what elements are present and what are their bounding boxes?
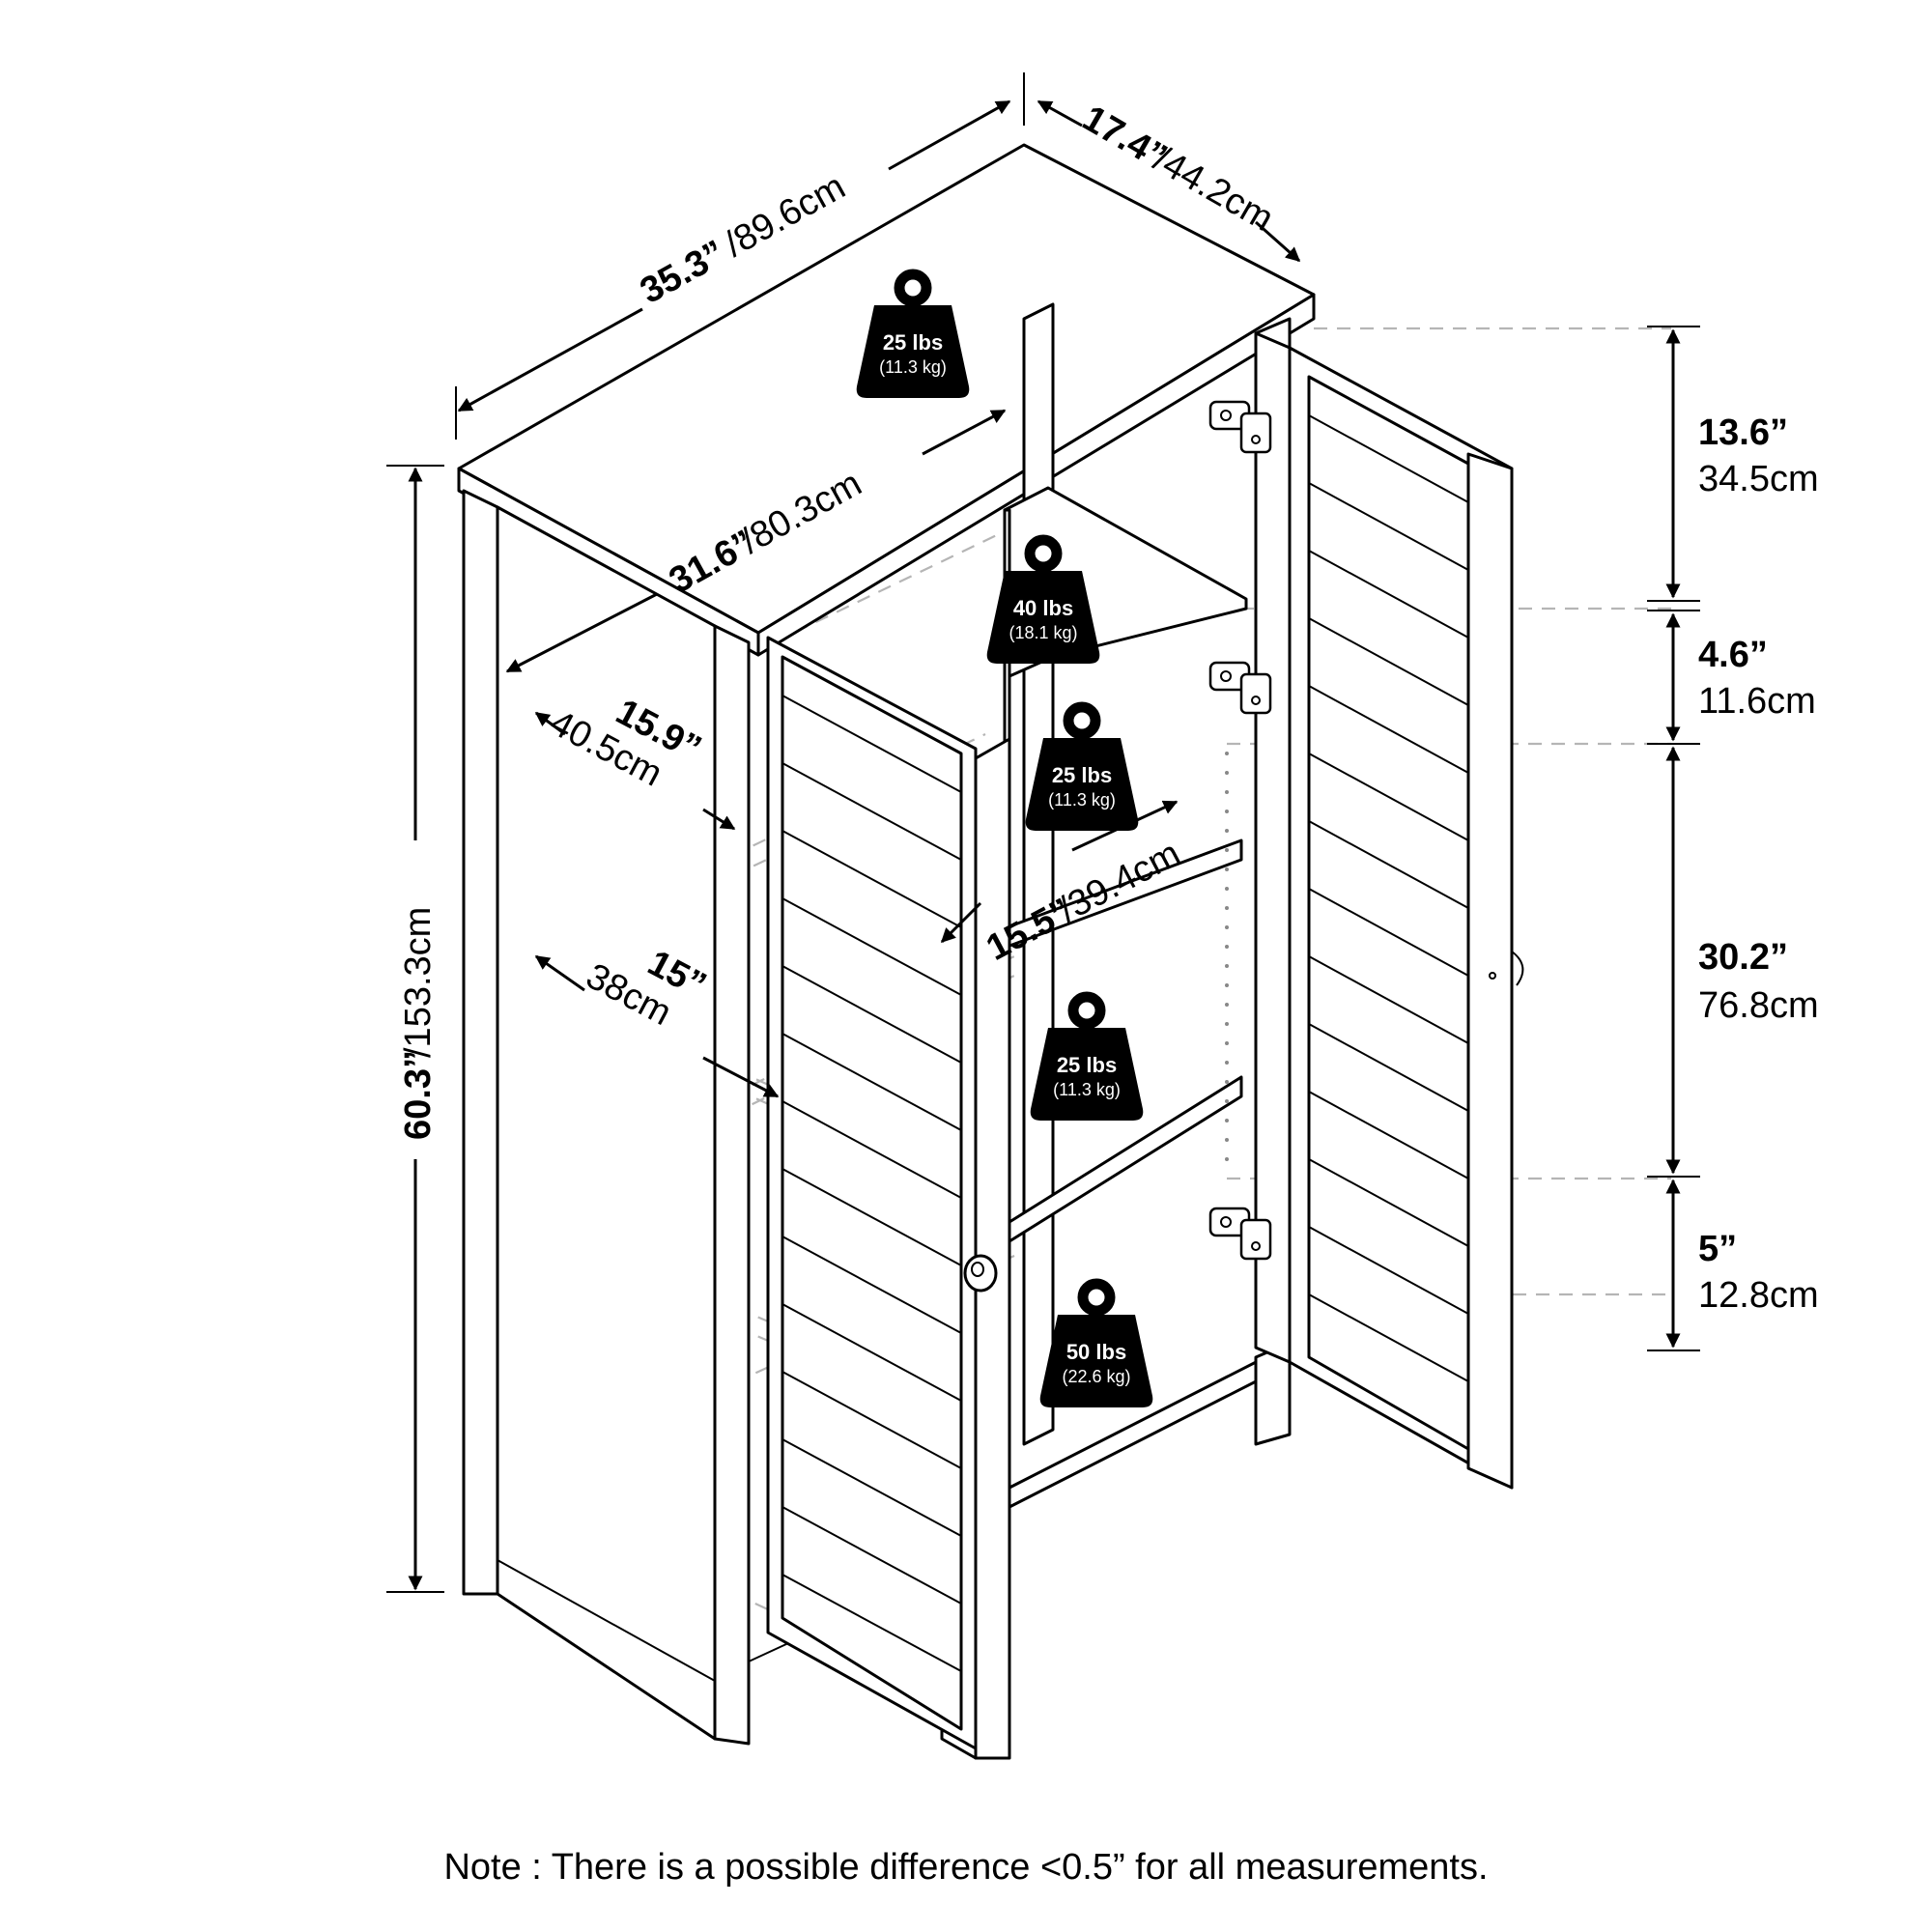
weight-icon-bottom: 50 lbs (22.6 kg)	[1040, 1284, 1153, 1407]
weight-shelf-1-lbs: 40 lbs	[1013, 596, 1073, 620]
weight-shelf-2-kg: (11.3 kg)	[1048, 790, 1116, 810]
weight-icon-shelf-3: 25 lbs (11.3 kg)	[1031, 997, 1144, 1121]
dim-gap-bottom: 5” 12.8cm	[1698, 1229, 1819, 1316]
dim-height: 60.3” /153.3cm	[398, 907, 439, 1140]
right-door	[1254, 331, 1524, 1490]
dim-gap-2-inch: 4.6”	[1698, 635, 1768, 675]
dim-height-inch: 60.3”	[398, 1050, 439, 1140]
left-door-slats	[781, 695, 962, 1672]
weight-shelf-2-lbs: 25 lbs	[1052, 763, 1112, 787]
weight-top-lbs: 25 lbs	[883, 330, 943, 355]
weight-shelf-3-kg: (11.3 kg)	[1053, 1080, 1121, 1099]
weight-top-kg: (11.3 kg)	[879, 357, 947, 377]
dim-top-width-cm: /89.6cm	[718, 166, 852, 265]
door-knob-icon	[963, 1254, 998, 1293]
dim-height-cm: /153.3cm	[398, 907, 439, 1058]
weight-icon-shelf-1: 40 lbs (18.1 kg)	[987, 540, 1100, 664]
dim-gap-3: 30.2” 76.8cm	[1698, 937, 1819, 1026]
weight-icon-shelf-2: 25 lbs (11.3 kg)	[1026, 707, 1139, 831]
inner-divider	[974, 737, 1011, 1760]
weight-bottom-kg: (22.6 kg)	[1062, 1367, 1130, 1386]
dim-gap-top-cm: 34.5cm	[1698, 459, 1819, 499]
dim-shelf-depth: 15.5” /39.4cm	[980, 833, 1187, 968]
dim-gap-2: 4.6” 11.6cm	[1698, 635, 1816, 722]
weight-icon-top: 25 lbs (11.3 kg)	[857, 274, 970, 398]
left-door	[766, 636, 998, 1750]
shelf-pin-holes	[1225, 752, 1229, 1161]
dim-gap-3-inch: 30.2”	[1698, 937, 1788, 978]
dim-gap-top-inch: 13.6”	[1698, 412, 1788, 453]
dim-gap-bottom-cm: 12.8cm	[1698, 1275, 1819, 1316]
dim-gap-3-cm: 76.8cm	[1698, 985, 1819, 1026]
dim-gap-bottom-inch: 5”	[1698, 1229, 1737, 1269]
dim-gap-2-cm: 11.6cm	[1698, 681, 1816, 722]
right-door-slats	[1308, 414, 1469, 1382]
dimension-arrow-icon	[386, 72, 1700, 1593]
left-side-panel	[462, 489, 499, 1596]
weight-shelf-3-lbs: 25 lbs	[1057, 1053, 1117, 1077]
hinge-icon	[1208, 400, 1272, 1261]
measurement-note: Note : There is a possible difference <0…	[443, 1847, 1488, 1888]
weight-bottom-lbs: 50 lbs	[1066, 1340, 1126, 1364]
dim-top-width-inch: 35.3”	[634, 233, 732, 312]
dim-gap-top: 13.6” 34.5cm	[1698, 412, 1819, 499]
weight-shelf-1-kg: (18.1 kg)	[1009, 623, 1077, 642]
